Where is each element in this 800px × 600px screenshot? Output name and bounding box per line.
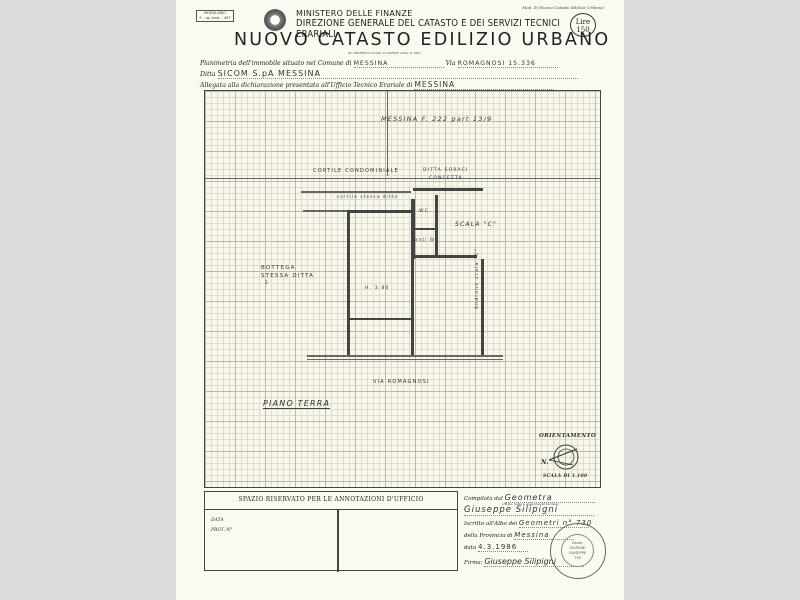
- geometri-stamp: Geom. SILIPIGNI GIUSEPPE 730: [550, 523, 606, 579]
- directorate-name: DIREZIONE GENERALE DEL CATASTO E DEI SER…: [296, 18, 561, 40]
- orientation-label: ORIENTAMENTO: [539, 433, 597, 439]
- comune-value: MESSINA: [353, 60, 444, 68]
- scala-label: SCALA "C": [455, 221, 497, 228]
- date-row: data 4.3.1986: [464, 543, 529, 552]
- stamp-center: Geom. SILIPIGNI GIUSEPPE 730: [561, 534, 594, 567]
- height-label: H. 3.80: [365, 286, 390, 291]
- parcel-reference: MESSINA F. 222 part 13/9: [381, 115, 493, 123]
- bottega-label: BOTTEGA: [261, 265, 296, 271]
- role-hint: (Titolo, nome e cognome del tecnico): [502, 502, 559, 506]
- floor-plan-area: MESSINA F. 222 part 13/9 CORTILE CONDOMI…: [204, 90, 601, 488]
- ministry-name: MINISTERO DELLE FINANZE: [296, 9, 413, 18]
- ditta-row: Ditta SICOM S.pA MESSINA: [200, 69, 578, 79]
- allegata-row: Allegata alla dichiarazione presentata a…: [200, 80, 555, 90]
- antiwc-label: anti WC: [415, 237, 440, 242]
- neighbor-owner-label: DITTA SORACI: [423, 168, 469, 173]
- planimetria-label: Planimetria dell'immobile situato nel Co…: [200, 60, 352, 67]
- compilata-row: Compilata dal Geometra: [464, 493, 595, 503]
- albo-value: Geometri n° 730: [518, 519, 593, 528]
- ufficio-value: MESSINA: [414, 80, 555, 90]
- office-annotations-box: SPAZIO RISERVATO PER LE ANNOTAZIONI D'UF…: [204, 491, 458, 572]
- cortile-stessa-label: cortile stessa ditta: [337, 194, 399, 199]
- modulo-box: MODULARIO F. - rg. rend. - 497: [196, 10, 234, 22]
- role-value: Geometra: [504, 493, 595, 503]
- ditta-value: SICOM S.pA MESSINA: [217, 69, 578, 79]
- floor-label: PIANO TERRA: [263, 399, 331, 409]
- compass-icon: [548, 444, 579, 470]
- planimetria-row: Planimetria dell'immobile situato nel Co…: [200, 60, 558, 68]
- albo-row: Iscritto all'Albo dei Geometri n° 730: [464, 519, 593, 528]
- scale-label: SCALA DI 1.100: [543, 474, 588, 479]
- data-label: DATA: [211, 518, 224, 523]
- name-row: Giuseppe Silipigni: [464, 505, 594, 516]
- ditta-label: Ditta: [200, 71, 216, 78]
- street-label: VIA ROMAGNOSI: [373, 379, 430, 385]
- bottega-label-3: 2: [265, 281, 270, 286]
- cortile-label: CORTILE CONDOMINIALE: [313, 168, 399, 174]
- allegata-label: Allegata alla dichiarazione presentata a…: [200, 82, 413, 89]
- decree-reference: (R. DECRETO-LEGGE 13 APRILE 1939, N. 652…: [348, 51, 421, 55]
- north-label: N.: [541, 459, 549, 466]
- provincia-row: della Provincia di Messina: [464, 531, 575, 540]
- wc-label: WC.: [419, 209, 432, 214]
- androne-label: Androne scala "C": [475, 247, 480, 309]
- firma-row: Firma: Giuseppe Silipigni: [464, 557, 585, 567]
- italian-emblem-icon: [264, 9, 286, 31]
- signature: Giuseppe Silipigni: [484, 557, 585, 567]
- compiler-name: Giuseppe Silipigni: [464, 505, 594, 516]
- document-title: NUOVO CATASTO EDILIZIO URBANO: [234, 30, 611, 50]
- bottega-label-2: STESSA DITTA: [261, 273, 315, 279]
- via-label: Via: [445, 60, 456, 67]
- stamp-duty-badge: Lire 150: [570, 13, 596, 37]
- date-value: 4.3.1986: [478, 543, 529, 552]
- cadastral-document: MODULARIO F. - rg. rend. - 497 Mod. B (N…: [176, 0, 624, 600]
- annotations-title: SPAZIO RISERVATO PER LE ANNOTAZIONI D'UF…: [238, 496, 424, 503]
- via-value: ROMAGNOSI 15.336: [457, 60, 558, 68]
- prot-label: PROT. N°: [211, 528, 233, 533]
- mod-reference: Mod. B (Nuovo Catasto Edilizio Urbano): [522, 5, 604, 10]
- neighbor-owner-label-2: CONCETTA: [429, 176, 463, 181]
- provincia-value: Messina: [514, 531, 575, 540]
